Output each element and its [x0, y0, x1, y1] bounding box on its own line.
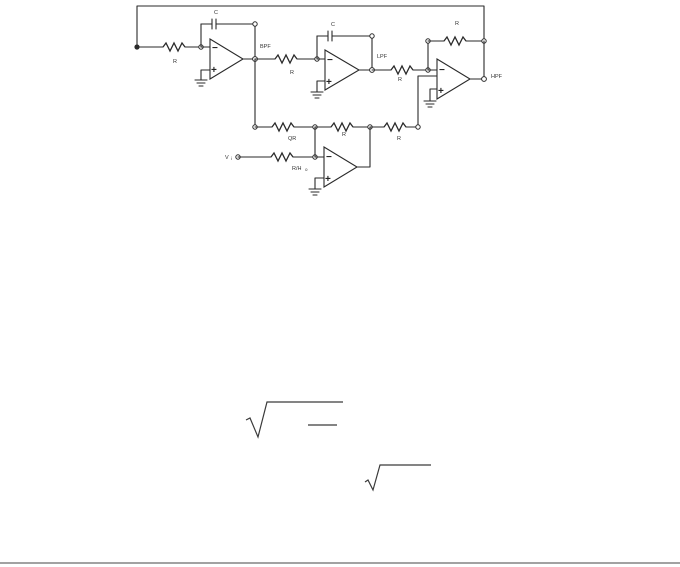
opamp-2-plus: + [326, 77, 332, 88]
equation-radical-2 [364, 464, 431, 492]
node-cap1-right [252, 21, 258, 27]
stage3-highpass: R R − + HPF [371, 21, 503, 128]
bpf-label: BPF [260, 44, 271, 50]
node-cap2-right [369, 33, 375, 39]
opamp-1 [209, 38, 245, 80]
resistor-feedback [443, 35, 467, 47]
resistor-q [271, 121, 295, 133]
q-network: QR R R [252, 58, 421, 142]
node-hpf [481, 76, 487, 82]
capacitor-1-label: C [214, 10, 218, 16]
vin-subscript: i [231, 156, 232, 161]
resistor-gain-label: R/H [292, 166, 302, 172]
stage2-lowpass: R C − + LPF [254, 22, 388, 99]
vin-label: V [225, 155, 229, 161]
resistor-input [162, 41, 186, 53]
equation-radical-1 [245, 401, 343, 439]
capacitor-2-label: C [331, 22, 335, 28]
opamp-1-plus: + [211, 65, 217, 76]
top-feedback-wire [136, 5, 485, 48]
resistor-gain [270, 151, 294, 163]
resistor-mid [330, 121, 354, 133]
resistor-lp-hp-label: R [398, 77, 402, 83]
resistor-gain-subscript: o [305, 167, 308, 172]
node-divider-end [415, 124, 421, 130]
opamp-2-minus: − [327, 55, 333, 66]
resistor-right-label: R [397, 136, 401, 142]
ground-1 [194, 79, 208, 87]
resistor-feedback-label: R [455, 21, 459, 27]
resistor-lp-hp [390, 64, 414, 76]
resistor-input-label: R [173, 59, 177, 65]
opamp-4-plus: + [325, 174, 331, 185]
ground-2 [310, 91, 324, 99]
capacitor-1 [211, 18, 217, 30]
opamp-2 [324, 49, 361, 91]
opamp-3-plus: + [438, 86, 444, 97]
opamp-4 [323, 146, 359, 188]
resistor-bp-lp [274, 53, 298, 65]
opamp-1-minus: − [212, 43, 218, 54]
hpf-label: HPF [491, 74, 503, 80]
resistor-bp-lp-label: R [290, 70, 294, 76]
capacitor-2 [327, 30, 333, 42]
opamp-4-minus: − [326, 152, 332, 163]
resistor-q-label: QR [288, 136, 296, 142]
resistor-right [383, 121, 407, 133]
resistor-mid-label: R [342, 132, 346, 138]
ground-4 [308, 188, 322, 196]
input-stage: V i R/H o − + [225, 126, 371, 196]
stage1-bandpass: R C − + BPF [134, 10, 271, 87]
lpf-label: LPF [377, 54, 388, 60]
opamp-3 [436, 58, 472, 100]
ground-3 [423, 100, 437, 108]
opamp-3-minus: − [439, 65, 445, 76]
